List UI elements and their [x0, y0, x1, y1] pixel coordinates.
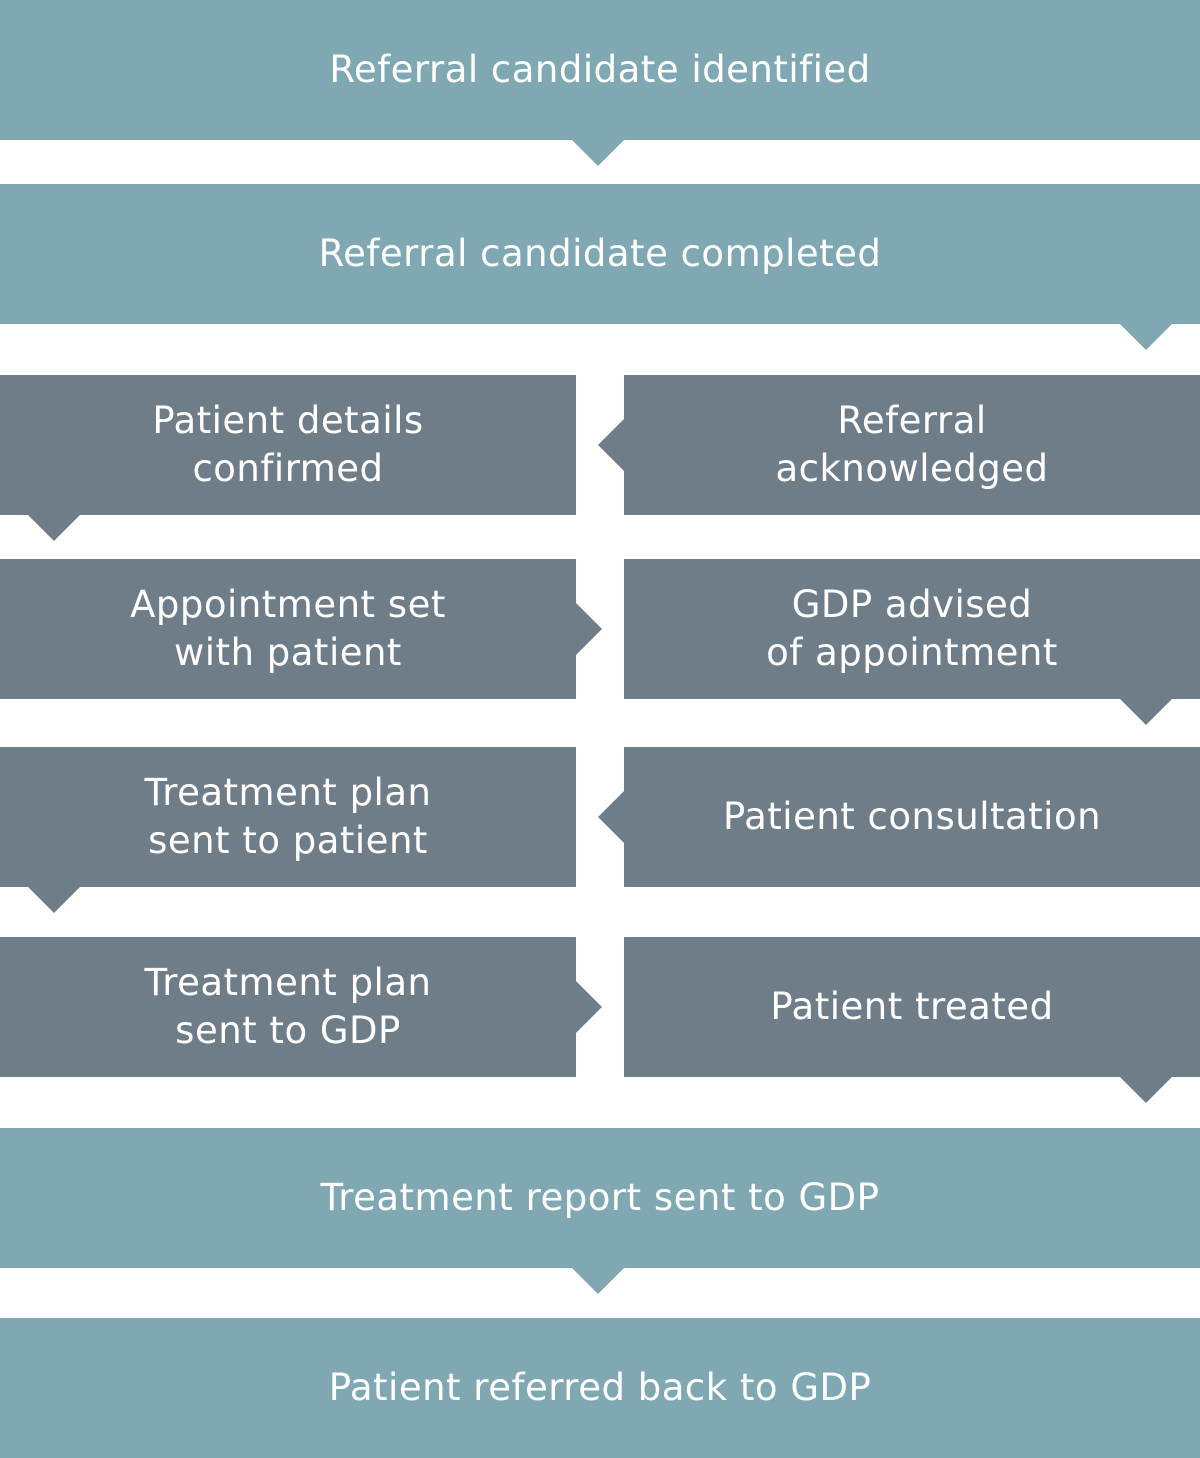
- step-label-line: Treatment plan: [144, 771, 432, 814]
- step-patient-referred-back: Patient referred back to GDP: [0, 1318, 1200, 1458]
- arrow-left-icon: [598, 419, 624, 471]
- step-label: Treatment report sent to GDP: [320, 1176, 880, 1219]
- step-label-line: sent to patient: [148, 819, 428, 862]
- arrow-down-icon: [28, 887, 80, 913]
- step-label-line: Patient details: [152, 399, 424, 442]
- step-patient-details-confirmed: Patient details confirmed: [0, 375, 576, 515]
- step-appointment-set: Appointment set with patient: [0, 559, 576, 699]
- arrow-down-icon: [572, 1268, 624, 1294]
- step-label-line: with patient: [174, 631, 402, 674]
- arrow-down-icon: [572, 140, 624, 166]
- step-label-line: sent to GDP: [175, 1009, 401, 1052]
- step-label-line: Appointment set: [130, 583, 446, 626]
- step-label-line: confirmed: [192, 447, 384, 490]
- step-treatment-plan-sent-to-patient: Treatment plan sent to patient: [0, 747, 576, 887]
- arrow-down-icon: [1120, 1077, 1172, 1103]
- step-label: Patient treated: [770, 985, 1054, 1028]
- arrow-down-icon: [28, 515, 80, 541]
- step-label-line: of appointment: [766, 631, 1058, 674]
- step-label-line: Treatment plan: [144, 961, 432, 1004]
- step-label: Patient referred back to GDP: [328, 1366, 872, 1409]
- step-gdp-advised: GDP advised of appointment: [624, 559, 1200, 699]
- step-label: Patient consultation: [722, 795, 1102, 838]
- arrow-right-icon: [576, 981, 602, 1033]
- arrow-down-icon: [1120, 324, 1172, 350]
- step-referral-candidate-completed: Referral candidate completed: [0, 184, 1200, 324]
- step-label: Referral candidate completed: [318, 232, 882, 275]
- arrow-down-icon: [1120, 699, 1172, 725]
- step-treatment-report-sent: Treatment report sent to GDP: [0, 1128, 1200, 1268]
- arrow-right-icon: [576, 603, 602, 655]
- step-referral-acknowledged: Referral acknowledged: [624, 375, 1200, 515]
- arrow-left-icon: [598, 791, 624, 843]
- step-label-line: acknowledged: [775, 447, 1049, 490]
- step-referral-candidate-identified: Referral candidate identified: [0, 0, 1200, 140]
- step-label: Referral candidate identified: [329, 48, 871, 91]
- step-treatment-plan-sent-to-gdp: Treatment plan sent to GDP: [0, 937, 576, 1077]
- step-patient-consultation: Patient consultation: [624, 747, 1200, 887]
- step-label-line: Referral: [837, 399, 987, 442]
- step-label-line: GDP advised: [791, 583, 1033, 626]
- step-patient-treated: Patient treated: [624, 937, 1200, 1077]
